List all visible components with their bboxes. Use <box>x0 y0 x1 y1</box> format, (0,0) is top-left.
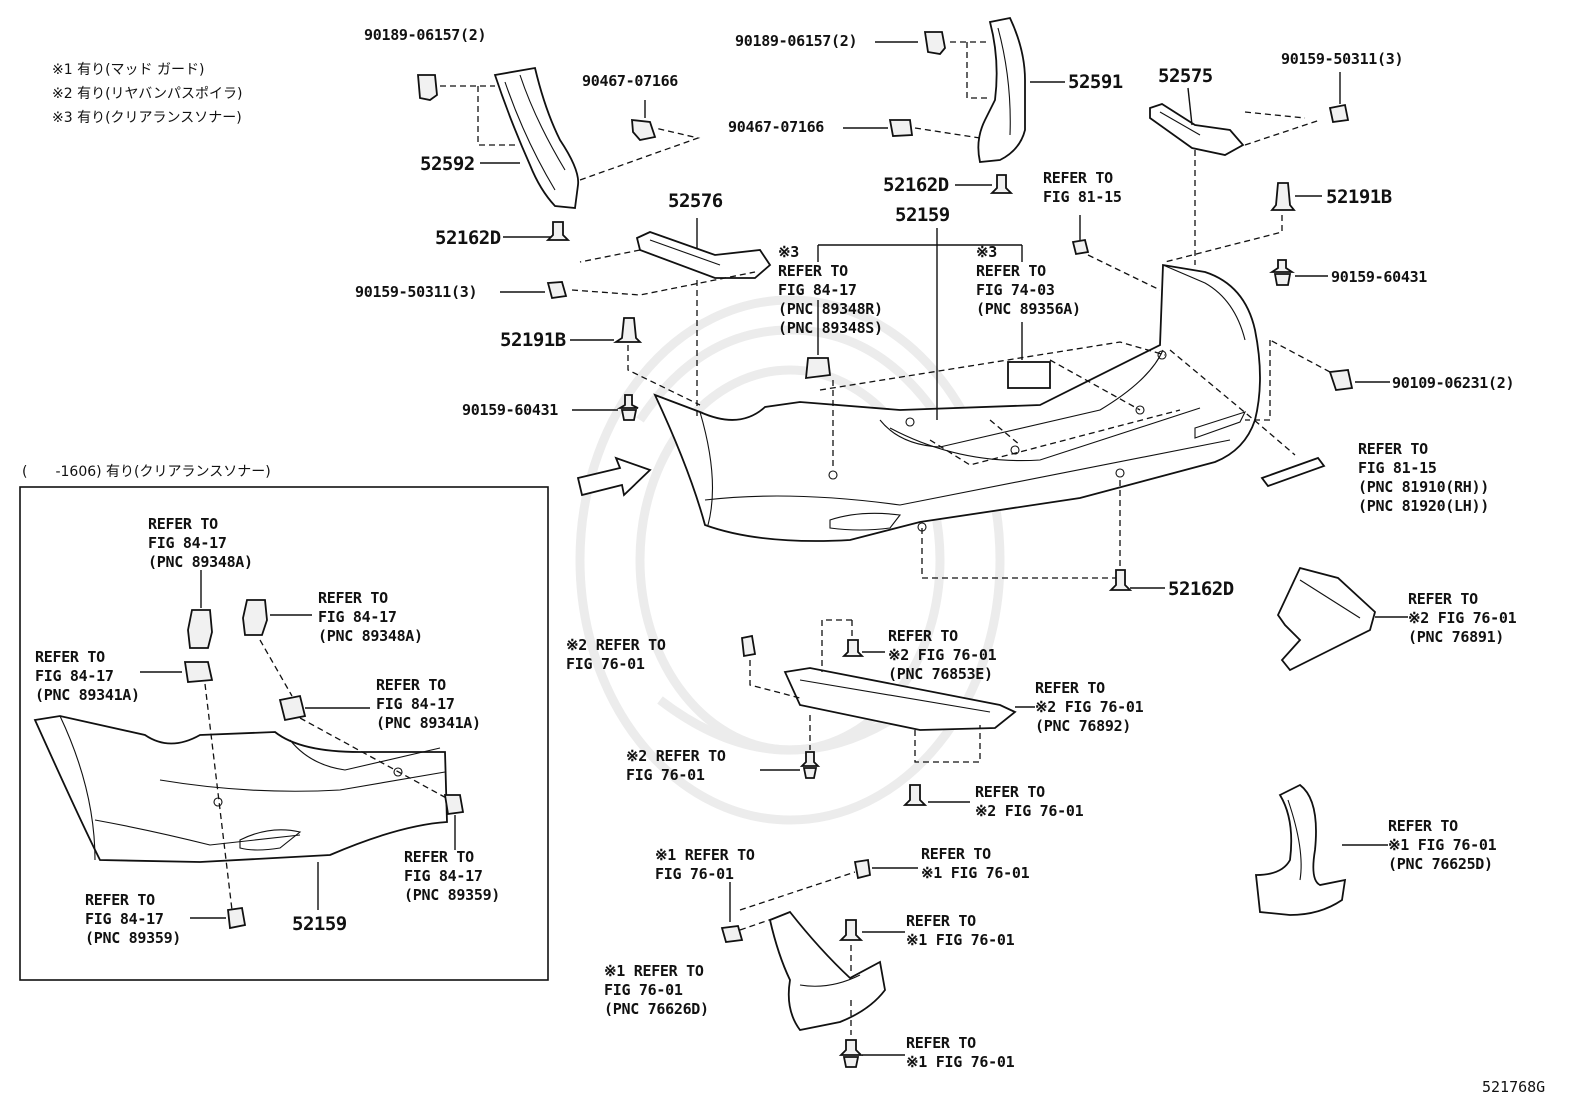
label-52576: 52576 <box>668 190 723 212</box>
clip-76853e <box>841 639 865 657</box>
screw-90159-50311-left <box>546 281 568 300</box>
inset-bezel-left <box>183 661 214 683</box>
label-ref-76626d: ※1 REFER TO FIG 76-01 (PNC 76626D) <box>604 962 709 1018</box>
clip-52162d-mid <box>989 174 1014 194</box>
label-ref-mud-screw: REFER TO ※1 FIG 76-01 <box>906 1034 1015 1071</box>
label-90159-50311-right: 90159-50311(3) <box>1281 50 1404 68</box>
front-direction-arrow <box>576 456 652 497</box>
clip-spoiler-left <box>741 634 757 658</box>
label-90189-left: 90189-06157(2) <box>364 26 487 44</box>
bolt-90109-06231 <box>1328 369 1354 391</box>
label-52191b-left: 52191B <box>500 329 566 351</box>
spoiler-76892 <box>783 667 1017 731</box>
inset-sensor-top <box>187 609 213 649</box>
retainer-52575 <box>1149 103 1245 156</box>
clip-90189-left <box>417 74 438 101</box>
clip-52162d-left <box>545 221 571 241</box>
inset-sensor-right <box>242 599 268 636</box>
retainer-52591 <box>977 16 1026 163</box>
inset-grommet-left <box>227 906 247 930</box>
note-rear-spoiler: ※2 有り(リヤバンパスポイラ) <box>52 86 243 102</box>
bolt-90159-60431-right <box>1269 259 1295 286</box>
inset-label-89341a-right: REFER TO FIG 84-17 (PNC 89341A) <box>376 676 481 732</box>
label-52159-top: 52159 <box>895 204 950 226</box>
clip-90189-mid <box>923 31 946 55</box>
label-ref-76891: REFER TO ※2 FIG 76-01 (PNC 76891) <box>1408 590 1517 646</box>
label-ref-81-15-top: REFER TO FIG 81-15 <box>1043 169 1122 206</box>
label-90467-mid: 90467-07166 <box>728 118 825 136</box>
inset-grommet-right <box>443 794 465 816</box>
inset-label-89348a-top: REFER TO FIG 84-17 (PNC 89348A) <box>148 515 253 571</box>
label-52162d-mid: 52162D <box>883 174 949 196</box>
clip-mud-mid <box>838 919 864 941</box>
label-ref-screw-spoiler: ※2 REFER TO FIG 76-01 <box>626 747 726 784</box>
clip-90467-left <box>631 118 657 141</box>
bolt-81-15-top <box>1071 238 1090 256</box>
label-90159-50311-left: 90159-50311(3) <box>355 283 478 301</box>
label-90159-60431-right: 90159-60431 <box>1331 268 1428 286</box>
clip-mud-right <box>853 858 871 880</box>
label-ref-clip-spoiler-bottom: REFER TO ※2 FIG 76-01 <box>975 783 1084 820</box>
note-clearance-sonar: ※3 有り(クリアランスソナー) <box>52 110 242 126</box>
inset-label-52159: 52159 <box>292 913 347 935</box>
bolt-90159-60431-left <box>616 394 639 421</box>
label-90189-mid: 90189-06157(2) <box>735 32 858 50</box>
nut-52191b-left <box>613 317 643 343</box>
label-ref-mud-clip-right: REFER TO ※1 FIG 76-01 <box>921 845 1030 882</box>
sonar-sensor-bracket <box>804 357 831 380</box>
label-ref-76892: REFER TO ※2 FIG 76-01 (PNC 76892) <box>1035 679 1144 735</box>
inset-title: ( -1606) 有り(クリアランスソナー) <box>22 464 271 480</box>
inset-label-89359-left: REFER TO FIG 84-17 (PNC 89359) <box>85 891 182 947</box>
screw-mud <box>838 1039 864 1068</box>
label-ref-76853e: REFER TO ※2 FIG 76-01 (PNC 76853E) <box>888 627 997 683</box>
label-ref-74-03: ※3 REFER TO FIG 74-03 (PNC 89356A) <box>976 243 1081 318</box>
inset-box <box>19 486 549 981</box>
inset-label-89359-right: REFER TO FIG 84-17 (PNC 89359) <box>404 848 501 904</box>
inset-label-89348a-right: REFER TO FIG 84-17 (PNC 89348A) <box>318 589 423 645</box>
label-ref-76625d: REFER TO ※1 FIG 76-01 (PNC 76625D) <box>1388 817 1497 873</box>
nut-52191b-right <box>1270 182 1296 211</box>
label-52162d-top-left: 52162D <box>435 227 501 249</box>
label-90159-60431-left: 90159-60431 <box>462 401 559 419</box>
label-ref-mud-clip-left: ※1 REFER TO FIG 76-01 <box>655 846 755 883</box>
inset-bezel-right <box>278 694 307 722</box>
mud-guard-76626d <box>768 910 886 1031</box>
label-ref-clip-left: ※2 REFER TO FIG 76-01 <box>566 636 666 673</box>
label-ref-81-15-reflector: REFER TO FIG 81-15 (PNC 81910(RH)) (PNC … <box>1358 440 1489 515</box>
reflector-81910 <box>1260 456 1326 488</box>
label-90467-left: 90467-07166 <box>582 72 679 90</box>
label-52191b-right: 52191B <box>1326 186 1392 208</box>
clip-spoiler-bottom <box>902 784 928 806</box>
label-ref-84-17-sonar: ※3 REFER TO FIG 84-17 (PNC 89348R) (PNC … <box>778 243 883 337</box>
label-52591: 52591 <box>1068 71 1123 93</box>
license-plate-area <box>1007 361 1051 389</box>
retainer-52592 <box>493 66 580 209</box>
clip-mud-left <box>720 925 744 943</box>
note-mud-guard: ※1 有り(マッド ガード) <box>52 62 205 78</box>
label-ref-mud-clip-mid: REFER TO ※1 FIG 76-01 <box>906 912 1015 949</box>
screw-spoiler <box>799 751 821 779</box>
screw-90159-50311-right <box>1328 103 1350 124</box>
clip-90467-mid <box>888 119 914 137</box>
figure-id: 521768G <box>1482 1078 1546 1096</box>
spoiler-76891 <box>1276 566 1377 672</box>
clip-52162d-bottom <box>1108 569 1133 591</box>
label-90109: 90109-06231(2) <box>1392 374 1515 392</box>
mud-guard-76625d <box>1254 783 1347 916</box>
inset-label-89341a-left: REFER TO FIG 84-17 (PNC 89341A) <box>35 648 140 704</box>
retainer-52576 <box>635 231 772 279</box>
label-52575: 52575 <box>1158 65 1213 87</box>
label-52592: 52592 <box>420 153 475 175</box>
label-52162d-bottom: 52162D <box>1168 578 1234 600</box>
